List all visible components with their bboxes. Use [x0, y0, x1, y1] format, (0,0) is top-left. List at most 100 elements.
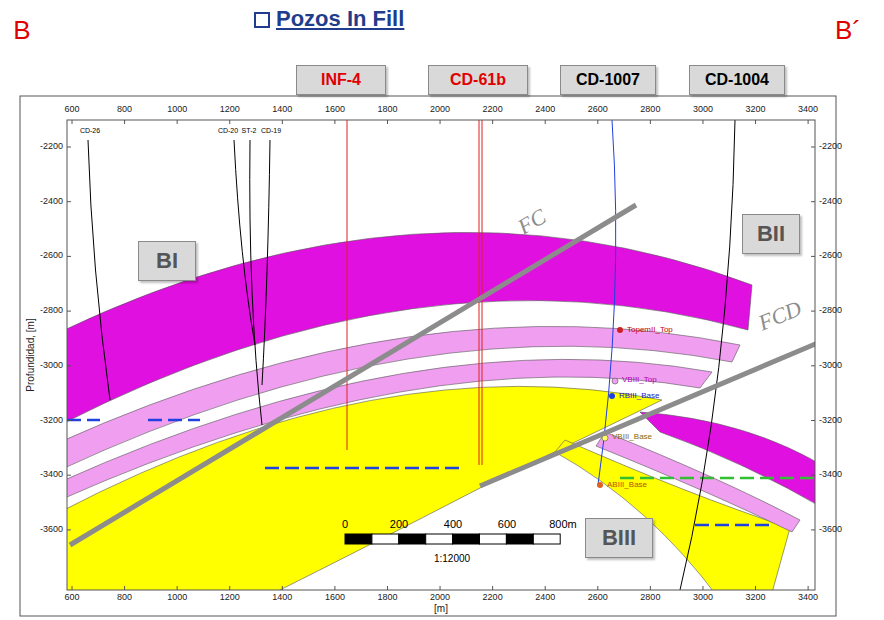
magenta-layer [640, 412, 815, 512]
tick-mark [334, 586, 335, 590]
tick-mark [229, 120, 230, 124]
axis-tick-label: 1000 [167, 105, 187, 115]
marker-label: TopemII_Top [627, 326, 673, 335]
marker-dot [612, 378, 618, 384]
axis-tick-label: 1200 [220, 105, 240, 115]
depth-tick-label: -2200 [40, 142, 63, 152]
scale-segment [426, 534, 453, 544]
tick-mark [67, 256, 71, 257]
contact-line [265, 467, 465, 470]
tick-mark [72, 120, 73, 124]
axis-tick-label: 1400 [272, 105, 292, 115]
block-box: BIII [585, 518, 653, 558]
well-name: CD-20 [218, 127, 238, 135]
depth-tick-label: -2400 [40, 197, 63, 207]
tick-mark [67, 529, 71, 530]
depth-tick-label: -3200 [819, 416, 842, 426]
tick-mark [177, 586, 178, 590]
depth-tick-label: -2800 [819, 306, 842, 316]
axis-tick-label: 2000 [430, 593, 450, 603]
axis-tick-label: 3400 [798, 105, 818, 115]
scale-label: 400 [444, 518, 462, 530]
axis-tick-label: 1400 [272, 593, 292, 603]
depth-tick-label: -2600 [40, 251, 63, 261]
tick-mark [492, 120, 493, 124]
scale-segment [533, 534, 560, 544]
title: Pozos In Fill [276, 6, 404, 32]
axis-tick-label: 3000 [693, 105, 713, 115]
well-name: ST-2 [242, 127, 257, 135]
tick-mark [811, 256, 815, 257]
axis-tick-label: 2000 [430, 105, 450, 115]
axis-tick-label: 1600 [325, 105, 345, 115]
tick-mark [811, 147, 815, 148]
box-label: INF-4 [321, 71, 361, 89]
well-name: CD-26 [80, 127, 100, 135]
magenta-layer [67, 232, 752, 425]
scale-bar [345, 534, 560, 544]
axis-tick-label: 2400 [535, 105, 555, 115]
contact-line [620, 477, 815, 480]
plot-frame [67, 120, 815, 590]
axis-tick-label: 2800 [640, 105, 660, 115]
depth-tick-label: -2800 [40, 306, 63, 316]
scale-segment [372, 534, 399, 544]
box-label: BIII [602, 525, 636, 551]
tick-mark [492, 586, 493, 590]
axis-tick-label: 3000 [693, 593, 713, 603]
axis-tick-label: 2200 [483, 105, 503, 115]
tick-mark [387, 586, 388, 590]
tick-mark [282, 120, 283, 124]
tick-mark [755, 586, 756, 590]
tick-mark [650, 120, 651, 124]
section-end: B´ [835, 16, 861, 45]
tick-mark [597, 586, 598, 590]
depth-tick-label: -3600 [40, 525, 63, 535]
tick-mark [808, 120, 809, 124]
tick-mark [811, 201, 815, 202]
well-box: INF-4 [296, 65, 386, 95]
scale-segment [506, 534, 533, 544]
tick-mark [808, 586, 809, 590]
tick-mark [811, 365, 815, 366]
well-trajectory [347, 120, 348, 450]
tick-mark [67, 311, 71, 312]
box-label: CD-1007 [576, 71, 640, 89]
depth-tick-label: -3400 [819, 470, 842, 480]
axis-title: [m] [434, 603, 448, 614]
marker-dot [617, 327, 623, 333]
contact-line [695, 524, 770, 527]
depth-tick-label: -2200 [819, 142, 842, 152]
axis-tick-label: 3400 [798, 593, 818, 603]
depth-tick-label: -3400 [40, 470, 63, 480]
marker-label: VBIII_Base [612, 433, 652, 442]
axis-tick-label: 800 [117, 105, 132, 115]
well-trajectory [680, 120, 735, 590]
depth-tick-label: -3000 [40, 361, 63, 371]
box-label: CD-1004 [705, 71, 769, 89]
well-trajectory [88, 140, 110, 400]
axis-tick-label: 2200 [483, 593, 503, 603]
marker-dot [609, 393, 615, 399]
tick-mark [702, 120, 703, 124]
box-label: BII [757, 221, 785, 247]
well-name: CD-19 [261, 127, 281, 135]
tick-mark [334, 120, 335, 124]
tick-mark [229, 586, 230, 590]
contact-line [148, 419, 200, 422]
axis-tick-label: 2600 [588, 105, 608, 115]
depth-tick-label: -2400 [819, 197, 842, 207]
scale-label: 800m [549, 518, 577, 530]
tick-mark [811, 311, 815, 312]
scale-segment [399, 534, 426, 544]
box-label: CD-61b [450, 71, 506, 89]
axis-tick-label: 1800 [377, 593, 397, 603]
tick-mark [67, 147, 71, 148]
axis-tick-label: 2600 [588, 593, 608, 603]
contact-line [67, 419, 100, 422]
axis-tick-label: 1200 [220, 593, 240, 603]
well-trajectory [250, 140, 262, 425]
axis-tick-label: 3200 [746, 593, 766, 603]
marker-label: ABIII_Base [607, 481, 647, 490]
section-end: B [13, 16, 30, 45]
